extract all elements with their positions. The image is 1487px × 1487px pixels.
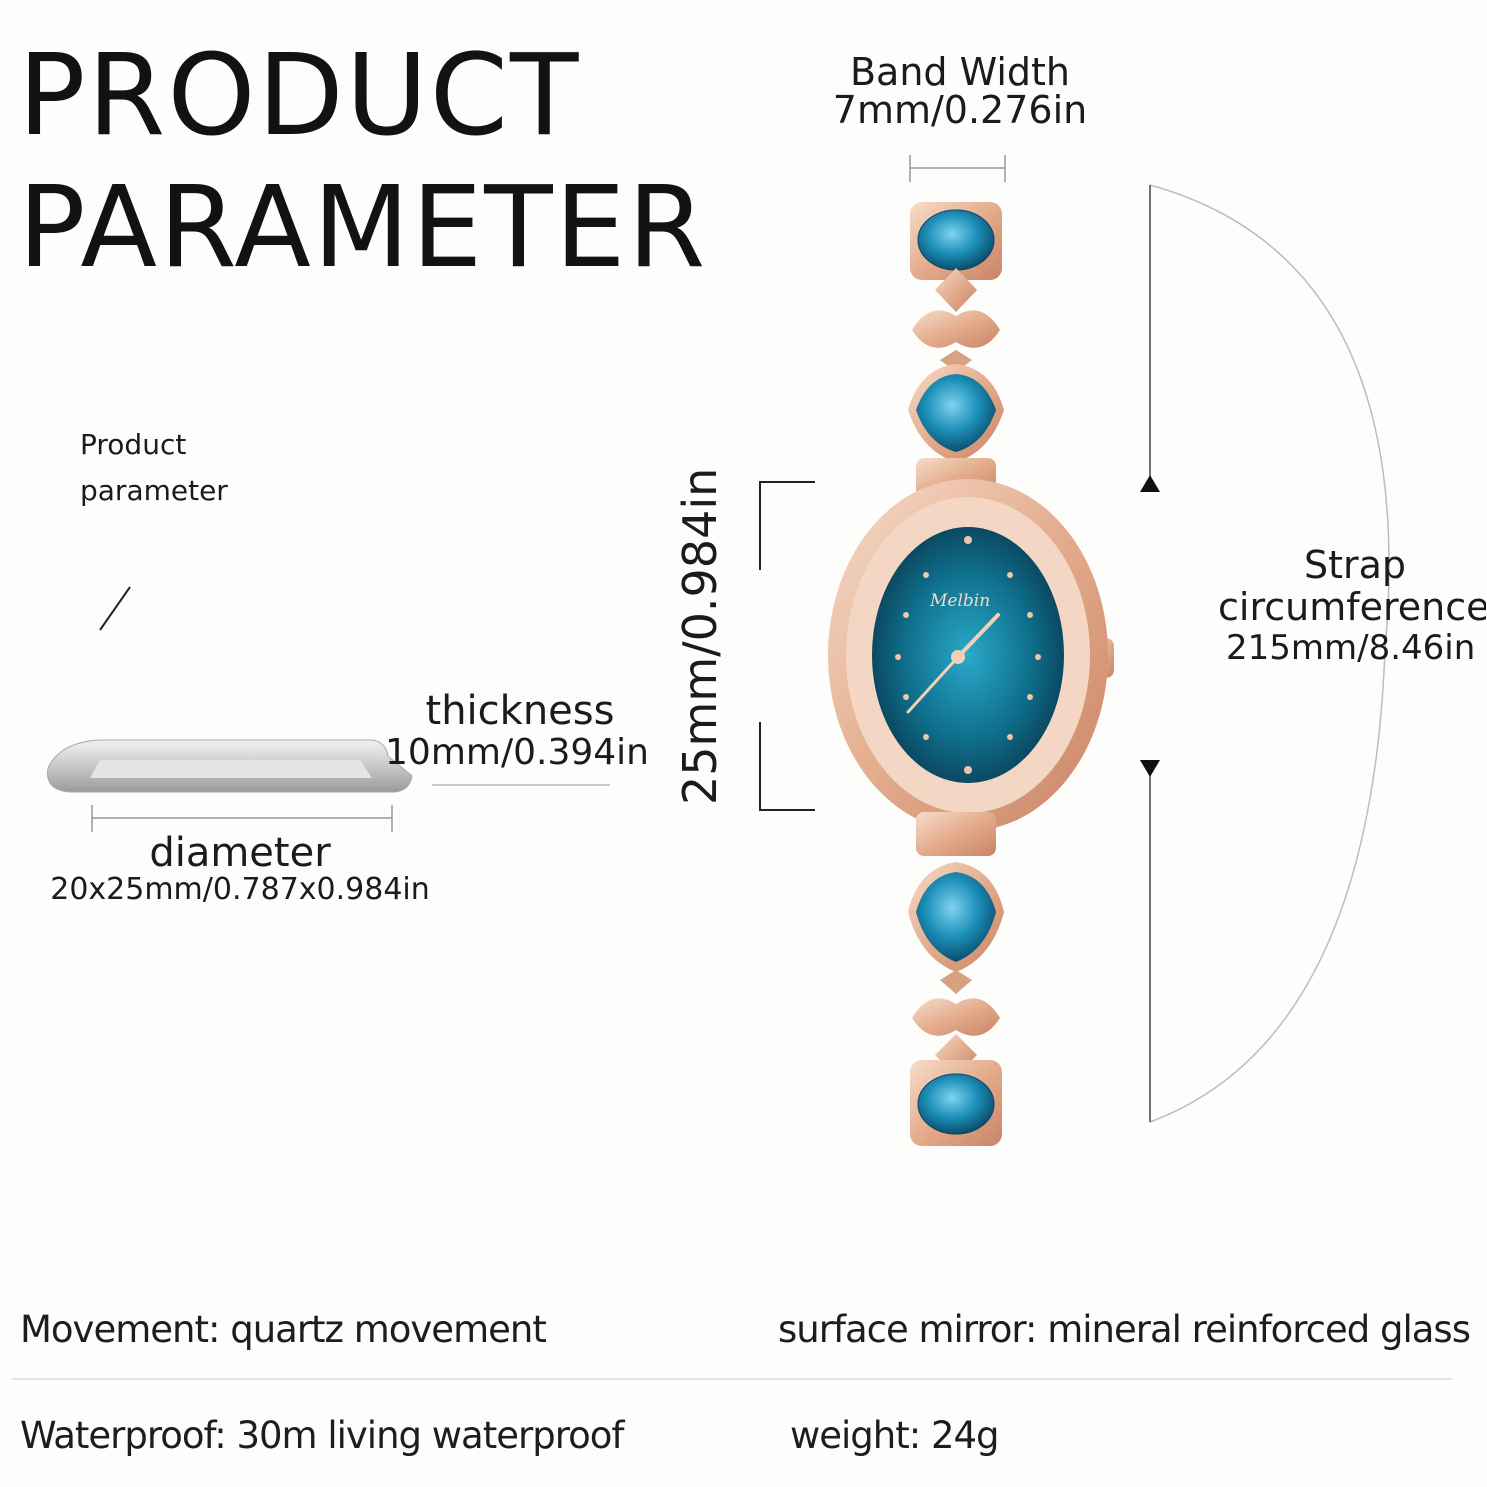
title-line-2: PARAMETER xyxy=(18,163,708,293)
strap-label-1: Strap xyxy=(1303,543,1407,587)
title-line-1: PRODUCT xyxy=(18,31,581,161)
spec-surface: surface mirror: mineral reinforced glass xyxy=(778,1308,1471,1351)
slash-decoration xyxy=(99,586,131,631)
spec-weight: weight: 24g xyxy=(790,1414,1000,1457)
divider xyxy=(12,1378,1452,1380)
dial-height-value: 25mm/0.984in xyxy=(673,467,727,805)
strap-value: 215mm/8.46in xyxy=(1226,628,1476,668)
page-title: PRODUCT PARAMETER xyxy=(18,30,707,294)
watch-side-profile-icon xyxy=(46,739,413,793)
thickness-value: 10mm/0.394in xyxy=(385,732,649,773)
bracelet-bottom xyxy=(908,812,1004,1146)
subtitle: Product parameter xyxy=(80,422,228,514)
spec-waterproof: Waterproof: 30m living waterproof xyxy=(20,1414,624,1457)
bracelet-top xyxy=(908,202,1004,498)
diameter-label: diameter xyxy=(149,830,331,876)
subtitle-line-2: parameter xyxy=(80,474,228,507)
spec-movement: Movement: quartz movement xyxy=(20,1308,547,1351)
thickness-label: thickness xyxy=(425,688,615,734)
band-width-value: 7mm/0.276in xyxy=(832,88,1088,132)
subtitle-line-1: Product xyxy=(80,428,187,461)
watch-case xyxy=(828,479,1108,831)
band-width-label: Band Width xyxy=(849,50,1071,94)
strap-label-2: circumference xyxy=(1218,586,1486,628)
watch-brand: Melbin xyxy=(929,591,990,611)
diameter-value: 20x25mm/0.787x0.984in xyxy=(50,872,430,907)
